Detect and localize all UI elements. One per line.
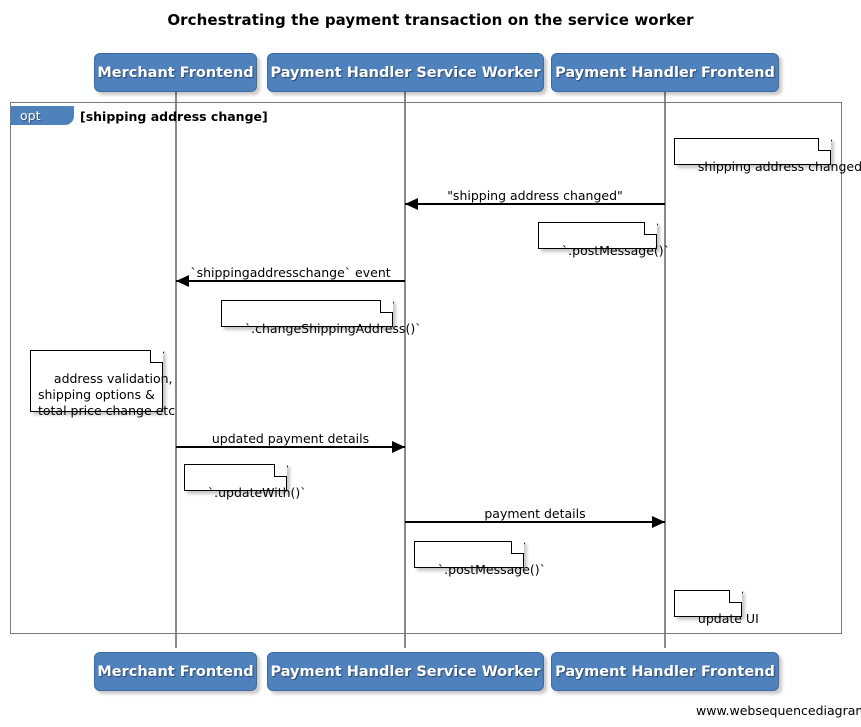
note-text: `.postMessage()`: [561, 243, 670, 258]
lifeline-payment-handler-service-worker: [404, 92, 406, 648]
note-change-shipping-address: `.changeShippingAddress()`: [221, 299, 421, 336]
note-dogear-icon: [380, 299, 393, 313]
note-dogear-icon: [818, 137, 831, 151]
message-label-payment-details: payment details: [484, 506, 586, 521]
actor-label: Merchant Frontend: [97, 64, 254, 81]
arrow-head-payment-details: [652, 516, 665, 528]
note-text: `.changeShippingAddress()`: [244, 321, 422, 336]
opt-fragment-tab: opt: [11, 106, 74, 125]
arrow-head-shipping-address-changed: [405, 198, 418, 210]
message-label-updated-payment-details: updated payment details: [211, 431, 370, 446]
note-dogear-icon: [511, 540, 524, 554]
note-shipping-address-changed: shipping address changed: [674, 137, 861, 174]
note-dogear-icon: [729, 589, 742, 603]
actor-merchant-frontend-bottom[interactable]: Merchant Frontend: [94, 652, 257, 691]
arrow-head-shippingaddresschange-event: [176, 275, 189, 287]
page-title: Orchestrating the payment transaction on…: [167, 11, 694, 29]
note-dogear-icon: [274, 463, 287, 477]
note-post-message-lower: `.postMessage()`: [414, 540, 546, 577]
note-text: `.postMessage()`: [437, 562, 546, 577]
lifeline-merchant-frontend: [175, 92, 177, 648]
message-line-shippingaddresschange-event: [176, 280, 405, 282]
note-update-with: `.updateWith()`: [184, 463, 307, 500]
actor-payment-handler-frontend-bottom[interactable]: Payment Handler Frontend: [551, 652, 779, 691]
note-text: address validation, shipping options & t…: [38, 371, 176, 418]
actor-label: Payment Handler Service Worker: [270, 663, 541, 680]
actor-payment-handler-service-worker-top[interactable]: Payment Handler Service Worker: [267, 53, 544, 92]
note-text: shipping address changed: [697, 159, 861, 174]
actor-label: Payment Handler Frontend: [555, 64, 775, 81]
actor-label: Payment Handler Service Worker: [270, 64, 541, 81]
opt-fragment-tab-label: opt: [20, 108, 41, 123]
actor-payment-handler-service-worker-bottom[interactable]: Payment Handler Service Worker: [267, 652, 544, 691]
actor-payment-handler-frontend-top[interactable]: Payment Handler Frontend: [551, 53, 779, 92]
actor-merchant-frontend-top[interactable]: Merchant Frontend: [94, 53, 257, 92]
actor-label: Merchant Frontend: [97, 663, 254, 680]
opt-fragment-guard: [shipping address change]: [80, 109, 268, 124]
note-address-validation: address validation, shipping options & t…: [30, 349, 175, 418]
note-post-message-upper: `.postMessage()`: [538, 221, 670, 258]
opt-fragment-frame: [10, 102, 842, 634]
arrow-head-updated-payment-details: [392, 441, 405, 453]
note-text: update UI: [697, 611, 759, 626]
note-text: `.updateWith()`: [207, 485, 307, 500]
note-update-ui: update UI: [674, 589, 759, 626]
message-line-shipping-address-changed: [405, 203, 665, 205]
note-dogear-icon: [150, 349, 163, 363]
message-line-updated-payment-details: [176, 446, 405, 448]
lifeline-payment-handler-frontend: [664, 92, 666, 648]
message-label-shippingaddresschange-event: `shippingaddresschange` event: [190, 265, 391, 280]
footer-credit: www.websequencediagrams.com: [696, 703, 861, 718]
note-dogear-icon: [644, 221, 657, 235]
actor-label: Payment Handler Frontend: [555, 663, 775, 680]
message-label-shipping-address-changed: "shipping address changed": [447, 188, 623, 203]
message-line-payment-details: [405, 521, 665, 523]
